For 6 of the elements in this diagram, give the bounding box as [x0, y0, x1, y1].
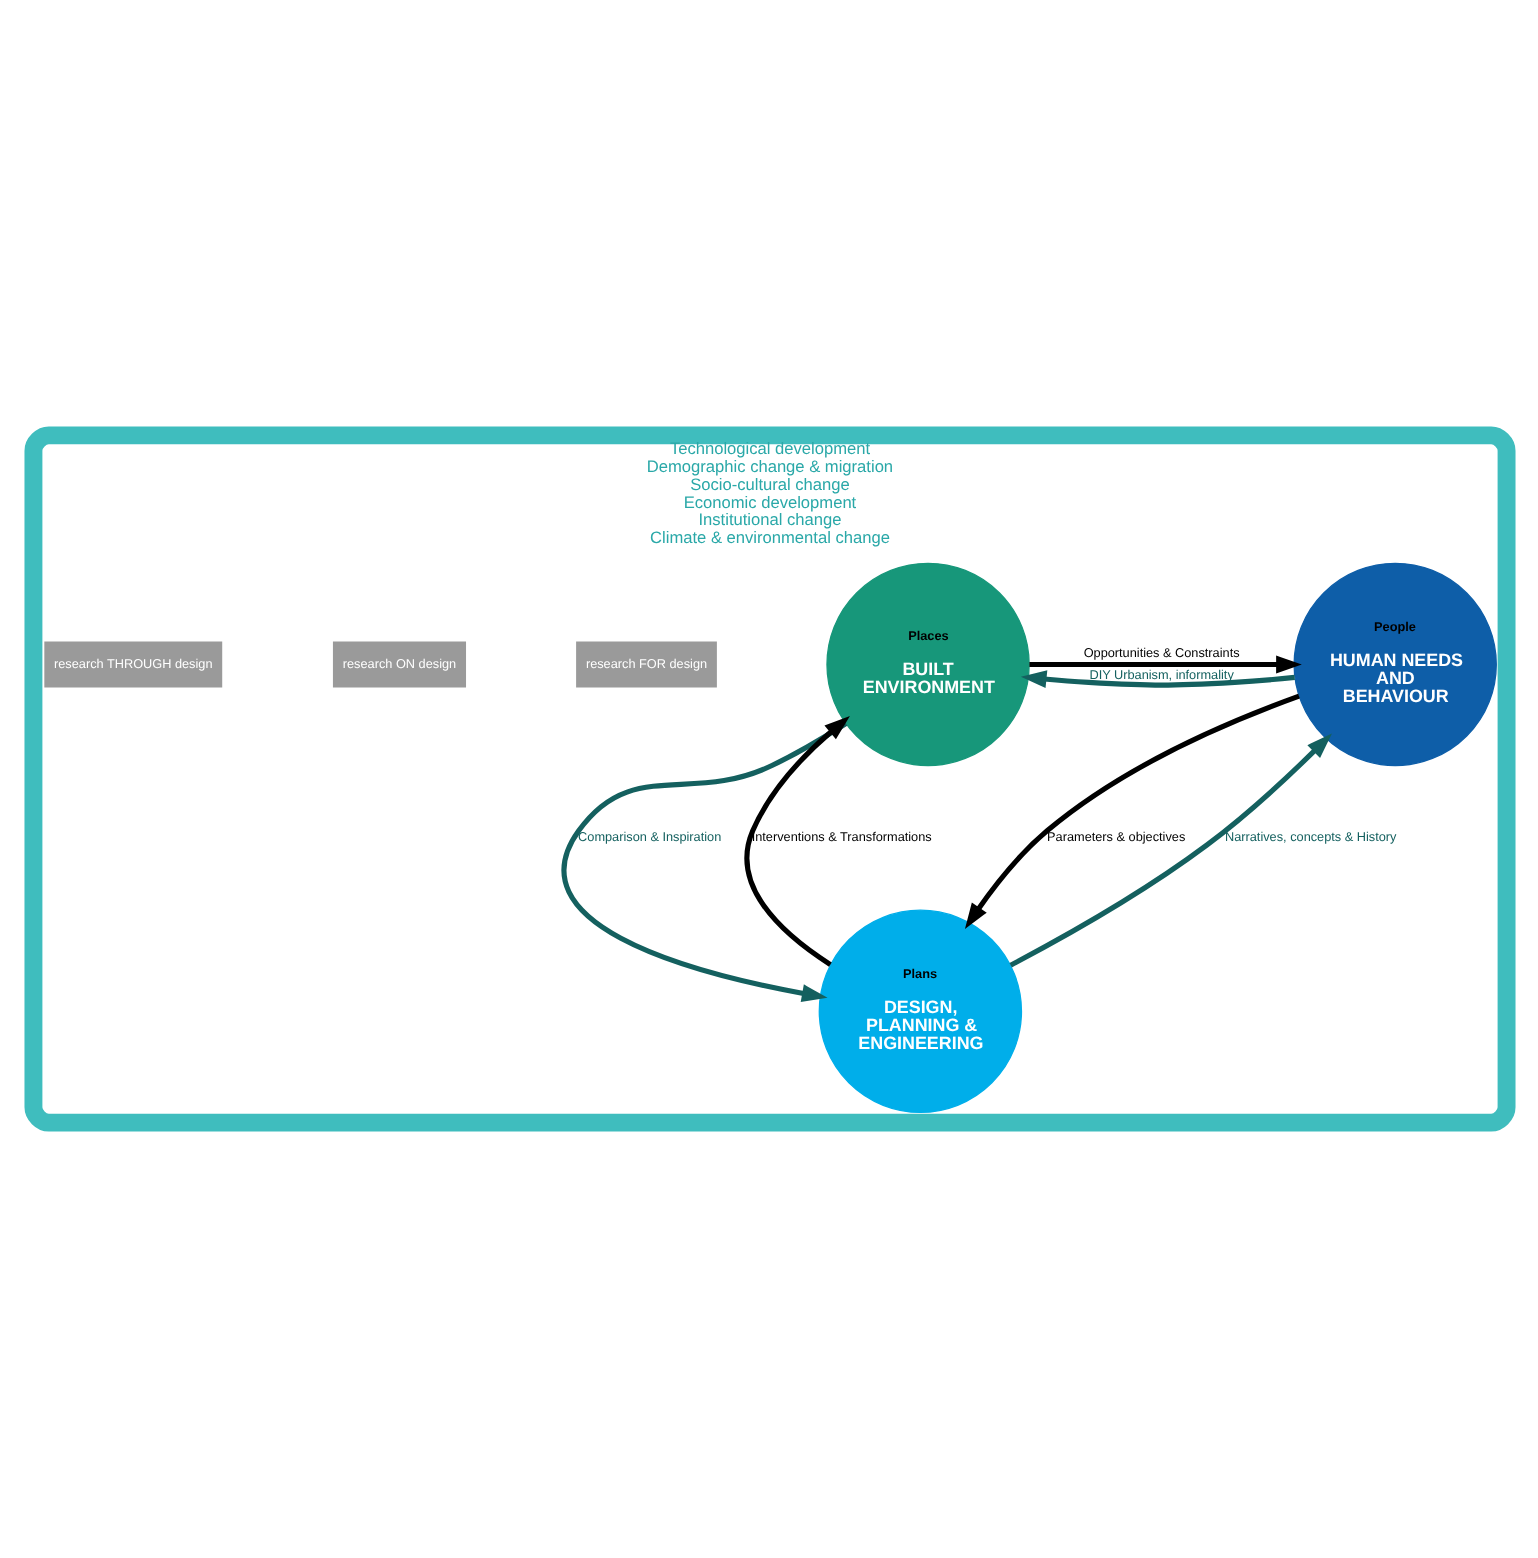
arrow: [963, 693, 1299, 929]
arrow: [1019, 670, 1294, 689]
arrow: [1008, 733, 1331, 968]
arrow: [560, 721, 847, 1003]
arrow: [1028, 655, 1301, 674]
arrow: [743, 716, 849, 967]
